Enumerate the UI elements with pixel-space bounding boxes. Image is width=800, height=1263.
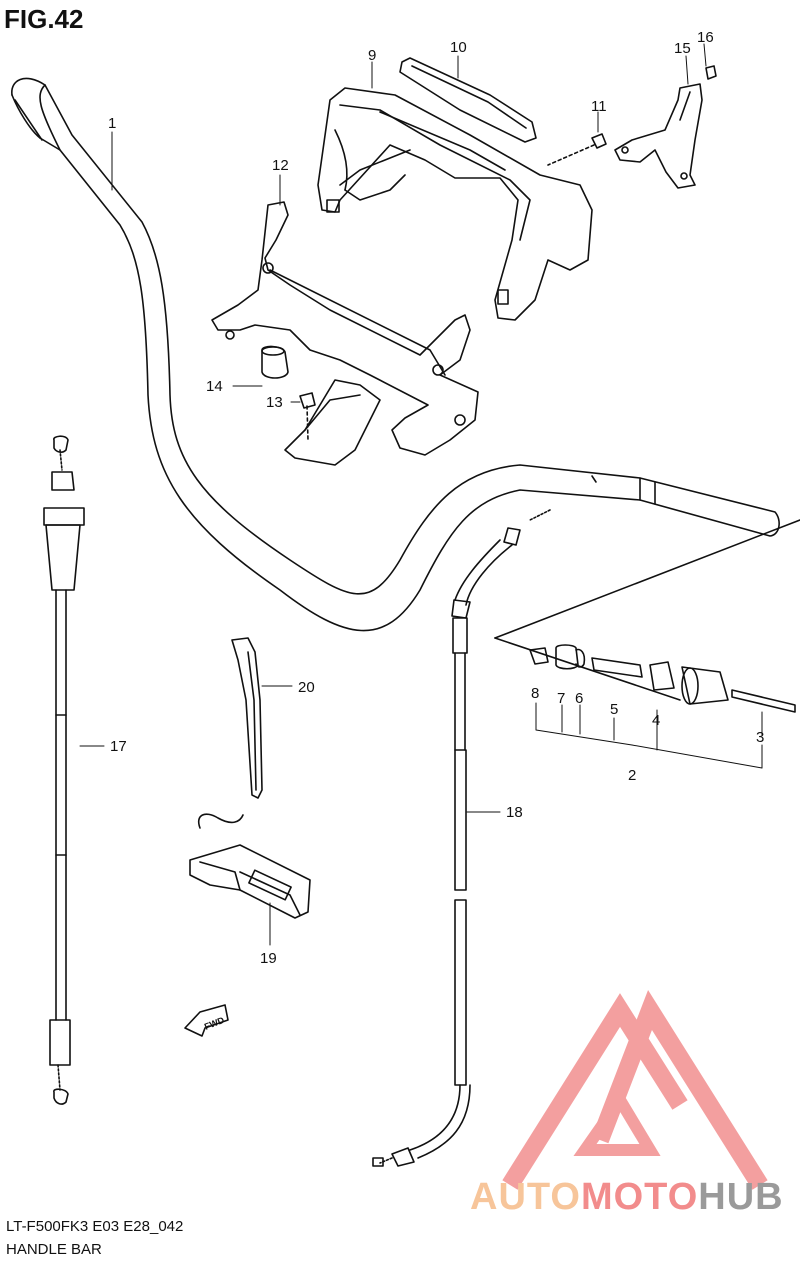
callout-3: 3	[756, 729, 764, 746]
screw-part	[547, 133, 607, 166]
bolt-cushion-part	[261, 345, 316, 441]
throttle-cable-part	[43, 435, 85, 1105]
callout-5: 5	[610, 701, 618, 718]
callout-14: 14	[206, 378, 223, 395]
figure-caption: HANDLE BAR	[6, 1241, 102, 1258]
watermark-part-auto: AUTO	[470, 1176, 581, 1218]
figure-title: FIG.42	[4, 4, 84, 34]
watermark-logo-icon	[502, 989, 768, 1190]
balancer-parts	[494, 519, 800, 713]
watermark-brand: AUTOMOTOHUB	[470, 1176, 784, 1219]
callout-19: 19	[260, 950, 277, 967]
callout-7: 7	[557, 690, 565, 707]
cable-tie-part	[231, 637, 263, 799]
callout-6: 6	[575, 690, 583, 707]
callout-10: 10	[450, 39, 467, 56]
meter-cover-part	[317, 87, 593, 321]
watermark-part-hub: HUB	[698, 1176, 784, 1218]
fwd-arrow-icon	[184, 1004, 229, 1037]
choke-cable-part	[372, 509, 551, 1167]
callout-15: 15	[674, 40, 691, 57]
callout-11: 11	[591, 98, 607, 115]
callout-4: 4	[652, 712, 660, 729]
bracket-part	[614, 65, 717, 189]
lens-part	[399, 57, 537, 143]
callout-17: 17	[110, 738, 127, 755]
callout-16: 16	[697, 29, 714, 46]
callout-12: 12	[272, 157, 289, 174]
model-code: LT-F500FK3 E03 E28_042	[6, 1218, 184, 1235]
callout-1: 1	[108, 115, 116, 132]
clamp-part	[189, 813, 311, 919]
meter-bracket-part	[211, 201, 479, 466]
callout-18: 18	[506, 804, 523, 821]
callout-9: 9	[368, 47, 376, 64]
callout-13: 13	[266, 394, 283, 411]
callout-8: 8	[531, 685, 539, 702]
handlebar-part	[11, 77, 780, 632]
watermark-part-moto: MOTO	[580, 1176, 699, 1218]
callout-2: 2	[628, 767, 636, 784]
callout-20: 20	[298, 679, 315, 696]
